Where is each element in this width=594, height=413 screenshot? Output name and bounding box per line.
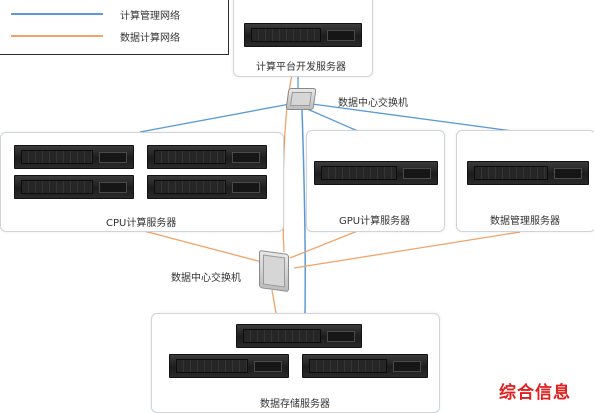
dev-server-panel: 计算平台开发服务器 xyxy=(233,0,373,77)
mgmt-link-switch-gpu xyxy=(304,107,361,133)
gpu-servers-panel: GPU计算服务器 xyxy=(306,130,445,232)
watermark: 综合信息 xyxy=(499,383,571,403)
cpu-servers-panel: CPU计算服务器 xyxy=(0,132,284,232)
server-icon xyxy=(14,175,134,199)
server-icon xyxy=(302,354,428,378)
mgmt-link-switch-storage xyxy=(301,109,307,314)
bottom-switch-icon xyxy=(259,249,289,293)
legend-item-data: 数据计算网络 xyxy=(0,28,228,44)
bottom-switch-label: 数据中心交换机 xyxy=(171,273,241,284)
legend-swatch-management xyxy=(11,13,103,15)
data-link-datamgmt-switch xyxy=(293,231,521,269)
legend-item-management: 计算管理网络 xyxy=(0,6,228,22)
cpu-servers-label: CPU计算服务器 xyxy=(106,218,177,229)
legend-label-data: 数据计算网络 xyxy=(120,33,180,44)
top-switch-icon xyxy=(285,88,317,110)
data-link-gpu-switch xyxy=(289,229,361,259)
server-icon xyxy=(244,23,362,47)
server-icon xyxy=(467,161,589,185)
server-icon xyxy=(236,324,362,348)
data-mgmt-servers-panel: 数据管理服务器 xyxy=(456,130,594,232)
data-link-switch-storage xyxy=(271,289,277,314)
server-icon xyxy=(314,161,438,185)
gpu-servers-label: GPU计算服务器 xyxy=(339,216,411,227)
top-switch-label: 数据中心交换机 xyxy=(338,98,408,109)
data-link-cpu-switch xyxy=(139,229,263,263)
mgmt-link-switch-datamgmt xyxy=(311,103,521,133)
dev-server-label: 计算平台开发服务器 xyxy=(256,62,346,73)
mgmt-link-switch-cpu xyxy=(139,103,291,133)
server-icon xyxy=(147,145,267,169)
legend-label-management: 计算管理网络 xyxy=(120,11,180,22)
legend-swatch-data xyxy=(11,35,103,37)
data-mgmt-servers-label: 数据管理服务器 xyxy=(490,216,560,227)
storage-servers-panel: 数据存储服务器 xyxy=(151,313,440,413)
server-icon xyxy=(147,175,267,199)
server-icon xyxy=(169,354,289,378)
storage-servers-label: 数据存储服务器 xyxy=(260,399,330,410)
server-icon xyxy=(14,145,134,169)
legend: 计算管理网络 数据计算网络 xyxy=(0,0,229,55)
